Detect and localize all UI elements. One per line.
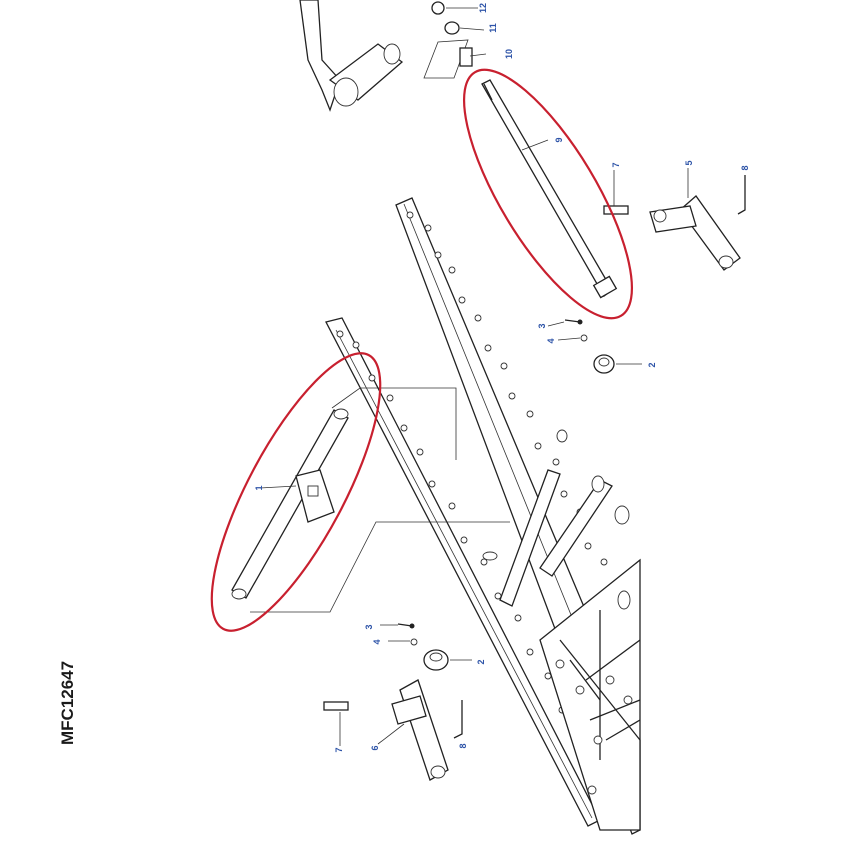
cross-member [499,469,630,607]
callout-3-lower: 3 [364,624,374,629]
top-linkage [299,0,473,112]
highlight-ellipse-rod [462,68,634,320]
callout-11: 11 [488,23,498,33]
frame-rail-left [325,317,601,827]
part-10-clevis [459,47,473,67]
part-5-bracket [649,195,741,271]
callout-2-upper: 2 [647,362,657,367]
callout-5: 5 [684,160,694,165]
callout-6: 6 [370,745,380,750]
callout-10: 10 [504,49,514,59]
leader-lines [250,7,689,746]
highlight-ellipse-shaft [210,352,382,632]
part-7-pin-lower [323,701,349,711]
part-12-nut [431,1,445,15]
part-2-bushing-lower [423,649,449,671]
callout-7-upper: 7 [611,162,621,167]
rail-slot [482,551,498,561]
callout-9: 9 [554,137,564,142]
part-7-pin-right [603,205,629,215]
callout-4-lower: 4 [372,639,382,644]
callout-2-lower: 2 [476,659,486,664]
part-6-lever [391,679,449,781]
callout-8-lower: 8 [458,743,468,748]
figure-id: MFC12647 [58,660,77,745]
rail-boss [556,429,568,443]
callout-4-upper: 4 [546,338,556,343]
part-9-rod [481,79,618,299]
part-3-bolt-lower [397,623,415,629]
callout-12: 12 [478,3,488,13]
part-4-washer-lower [410,638,418,646]
frame-lower-assembly [539,558,641,831]
rail-holes-right [406,211,630,618]
callout-8-upper: 8 [740,165,750,170]
part-8-clip-lower [453,700,463,739]
part-1-shaft [231,408,349,600]
callout-3-upper: 3 [537,323,547,328]
callout-1: 1 [254,485,264,490]
part-2-bushing-upper [593,354,615,374]
part-4-washer-upper [580,334,588,342]
part-8-clip-right [737,175,746,215]
callout-7-lower: 7 [334,747,344,752]
part-3-bolt-upper [564,319,583,325]
part-11-bushing [444,21,460,35]
